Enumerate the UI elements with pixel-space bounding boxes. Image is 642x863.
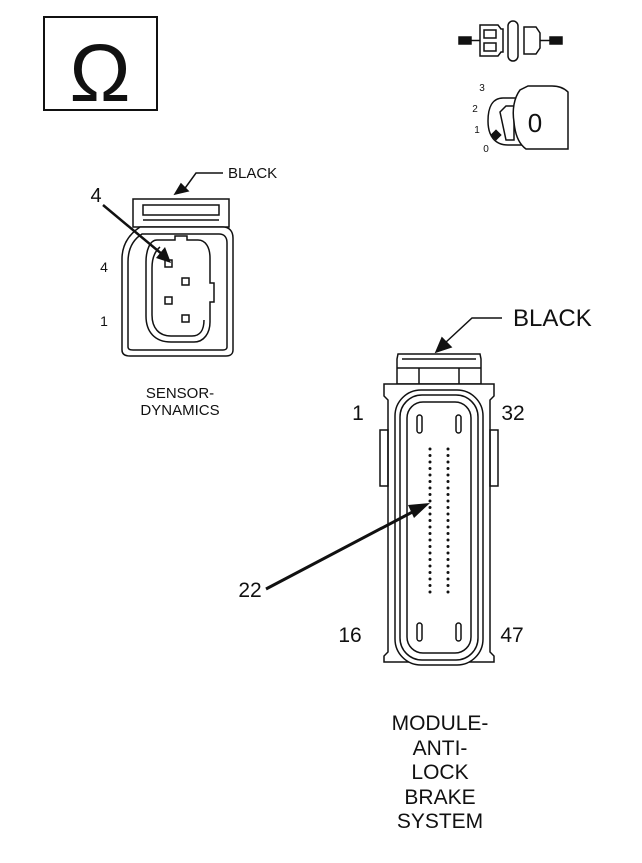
- sensor-color-arrowhead: [173, 182, 190, 196]
- abs-pin-dot: [428, 480, 432, 483]
- sensor-connector-caption: SENSOR- DYNAMICS: [100, 385, 260, 419]
- abs-pin-dot: [428, 545, 432, 548]
- abs-pin-dot: [446, 551, 450, 555]
- abs-pin-dot: [446, 545, 450, 548]
- sensor-pin-callout: 4: [90, 185, 101, 207]
- abs-pin-dot: [446, 493, 450, 496]
- abs-pin-dot: [428, 499, 432, 503]
- sensor-pin-label-top: 4: [100, 259, 108, 275]
- sensor-pin-label-bottom: 1: [100, 313, 108, 329]
- abs-pin-dot: [428, 519, 432, 522]
- abs-pin-label-16: 16: [338, 624, 361, 647]
- abs-color-leader: [444, 317, 502, 344]
- abs-pin-dot: [428, 454, 432, 457]
- abs-pin-dot: [446, 590, 450, 594]
- abs-pin-label-47: 47: [500, 624, 523, 647]
- sensor-pin-arrowhead: [156, 247, 171, 263]
- abs-pin-label-32: 32: [501, 402, 524, 425]
- abs-pin-dot: [446, 512, 450, 516]
- abs-pin-dot: [446, 486, 450, 490]
- abs-pin-dot: [446, 467, 450, 470]
- sensor-color-leader: [182, 172, 223, 192]
- abs-pin-dot: [428, 571, 432, 574]
- abs-pin-dot: [446, 571, 450, 574]
- abs-pin-arrowhead: [408, 503, 430, 518]
- abs-pin-dot: [428, 493, 432, 496]
- abs-pin-dot: [428, 558, 432, 561]
- abs-pin-dot: [428, 467, 432, 470]
- ignition-key-icon: 0 3 2 1 0: [472, 83, 569, 155]
- abs-pin-pointer: [265, 506, 421, 591]
- abs-caption-line: BRAKE: [404, 785, 476, 809]
- abs-pin-dot: [446, 584, 450, 587]
- abs-connector-caption: MODULE- ANTI- LOCK BRAKE SYSTEM: [350, 712, 530, 835]
- abs-pin-dot: [446, 577, 450, 581]
- abs-pin-dot: [428, 473, 432, 477]
- key-position-1: 1: [474, 125, 480, 136]
- sensor-color-label: BLACK: [228, 165, 277, 182]
- abs-pin-dot: [446, 532, 450, 535]
- key-position-2: 2: [472, 104, 478, 115]
- abs-color-label: BLACK: [513, 305, 592, 332]
- abs-color-arrowhead: [434, 336, 453, 354]
- abs-pin-dot: [446, 538, 450, 542]
- abs-pin-dot: [446, 525, 450, 529]
- abs-pin-dot: [428, 564, 432, 568]
- abs-pin-dot: [428, 584, 432, 587]
- abs-pin-dot: [428, 590, 432, 594]
- abs-pin-dot: [446, 506, 450, 509]
- abs-caption-line: ANTI-: [412, 736, 468, 760]
- ohm-symbol: Ω: [69, 28, 130, 119]
- abs-pin-dot: [428, 512, 432, 516]
- abs-pin-dot: [446, 454, 450, 457]
- abs-pin-dot: [446, 499, 450, 503]
- abs-pin-dot: [446, 519, 450, 522]
- abs-pin-dot: [428, 506, 432, 509]
- abs-pin-dot: [446, 564, 450, 568]
- key-position-0: 0: [483, 144, 489, 155]
- abs-pin-dot: [428, 532, 432, 535]
- abs-pin-dot: [428, 486, 432, 490]
- abs-pin-grid: [428, 447, 450, 594]
- abs-pin-dot: [428, 551, 432, 555]
- abs-pin-label-1: 1: [352, 402, 364, 425]
- sensor-caption-line: SENSOR-: [145, 385, 215, 402]
- key-position-readout: 0: [528, 108, 542, 138]
- abs-pin-dot: [428, 460, 432, 464]
- abs-caption-line: LOCK: [411, 761, 469, 784]
- abs-pin-dot: [428, 577, 432, 581]
- abs-pin-dot: [428, 538, 432, 542]
- sensor-pin-pointer: [102, 204, 164, 256]
- abs-pin-dot: [446, 473, 450, 477]
- abs-pin-dot: [446, 460, 450, 464]
- sensor-caption-line: DYNAMICS: [140, 402, 220, 419]
- abs-pin-dot: [428, 447, 432, 451]
- abs-pin-dot: [446, 480, 450, 483]
- sensor-connector: [121, 172, 234, 357]
- key-position-3: 3: [479, 83, 485, 94]
- abs-caption-line: MODULE-: [391, 712, 489, 735]
- abs-pin-callout: 22: [238, 579, 261, 602]
- abs-caption-line: SYSTEM: [396, 810, 484, 833]
- disconnect-connector-icon: [458, 20, 563, 62]
- abs-pin-dot: [428, 525, 432, 529]
- abs-pin-dot: [446, 558, 450, 561]
- abs-pin-dot: [446, 447, 450, 451]
- abs-connector: [379, 317, 502, 666]
- ohmmeter-icon: Ω: [43, 16, 158, 119]
